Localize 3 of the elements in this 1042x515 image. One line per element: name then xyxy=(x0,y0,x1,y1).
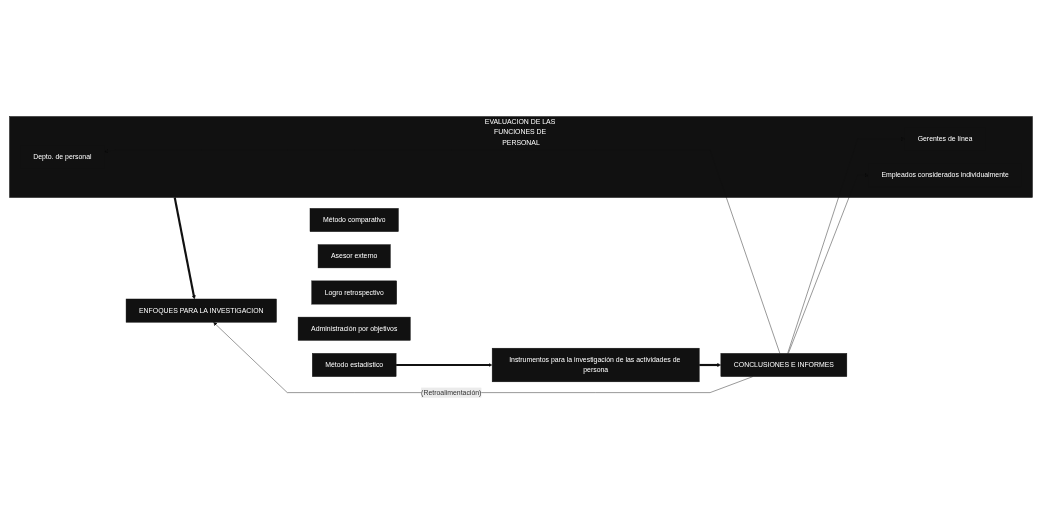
arrow xyxy=(396,363,493,368)
arrow xyxy=(173,197,196,300)
arrow xyxy=(699,363,721,368)
